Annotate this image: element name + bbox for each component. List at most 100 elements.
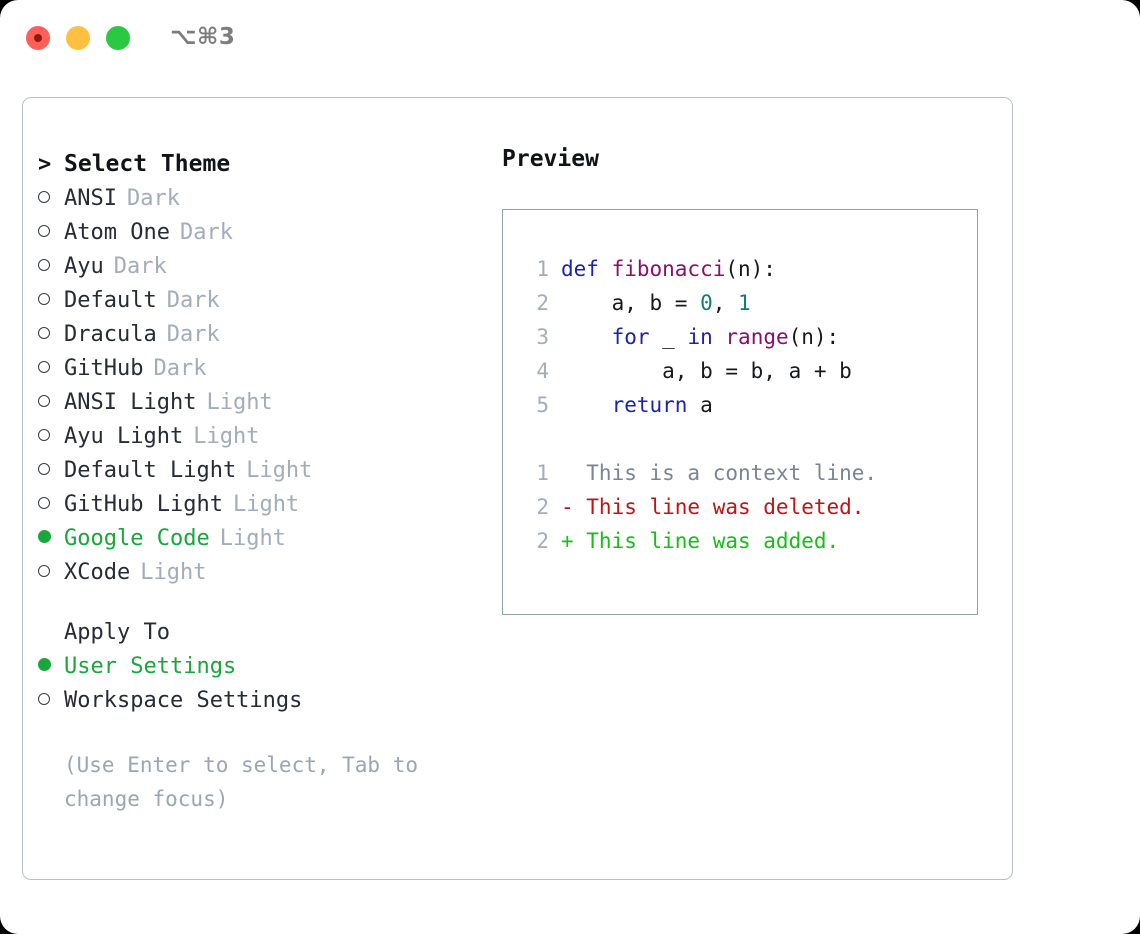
- radio-unselected-icon[interactable]: [38, 318, 64, 352]
- option-variant-badge: Dark: [179, 220, 233, 245]
- token-kw: in: [687, 325, 713, 349]
- option-variant-badge: Dark: [166, 288, 220, 313]
- option-variant-badge: Dark: [166, 322, 220, 347]
- token-fn: range: [725, 325, 789, 349]
- line-content: + This line was added.: [561, 524, 839, 558]
- radio-selected-icon[interactable]: [38, 650, 64, 684]
- minimize-button[interactable]: [66, 26, 90, 50]
- code-line: 3 for _ in range(n):: [519, 320, 977, 354]
- line-content: def fibonacci(n):: [561, 252, 776, 286]
- theme-option-default[interactable]: Default Dark: [38, 284, 478, 318]
- window-title: ⌥⌘3: [170, 24, 236, 50]
- radio-unselected-icon[interactable]: [38, 352, 64, 386]
- code-diff-spacer: [519, 422, 977, 456]
- option-label: Ayu: [64, 254, 104, 279]
- radio-unselected-icon[interactable]: [38, 488, 64, 522]
- line-number: 3: [536, 325, 549, 349]
- radio-unselected-icon[interactable]: [38, 386, 64, 420]
- line-content: for _ in range(n):: [561, 320, 840, 354]
- theme-option-dracula[interactable]: Dracula Dark: [38, 318, 478, 352]
- theme-option-ansi-light[interactable]: ANSI Light Light: [38, 386, 478, 420]
- option-label: Default: [64, 288, 157, 313]
- line-number: 2: [536, 529, 549, 553]
- select-theme-header-label: Select Theme: [64, 151, 231, 177]
- token-txt: a, b = b, a + b: [561, 359, 852, 383]
- option-variant-badge: Dark: [113, 254, 167, 279]
- diff-sample: 1 This is a context line. 2 - This line wa…: [519, 456, 977, 558]
- theme-option-ayu-light[interactable]: Ayu Light Light: [38, 420, 478, 454]
- theme-option-atom-one[interactable]: Atom One Dark: [38, 216, 478, 250]
- radio-unselected-icon[interactable]: [38, 250, 64, 284]
- select-theme-header: > Select Theme: [38, 146, 478, 182]
- apply-option-user-settings[interactable]: User Settings: [38, 650, 478, 684]
- radio-selected-icon[interactable]: [38, 522, 64, 556]
- theme-option-ansi[interactable]: ANSI Dark: [38, 182, 478, 216]
- line-number: 5: [536, 393, 549, 417]
- theme-option-default-light[interactable]: Default Light Light: [38, 454, 478, 488]
- code-line: 5 return a: [519, 388, 977, 422]
- token-txt: a: [687, 393, 713, 417]
- radio-unselected-icon[interactable]: [38, 284, 64, 318]
- line-number: 1: [536, 257, 549, 281]
- caret-icon: >: [38, 152, 52, 177]
- diff-line: 1 This is a context line.: [519, 456, 977, 490]
- option-label: ANSI Light: [64, 390, 197, 415]
- token-txt: (n):: [725, 257, 776, 281]
- radio-unselected-icon[interactable]: [38, 216, 64, 250]
- code-line: 2 a, b = 0, 1: [519, 286, 977, 320]
- token-txt: _: [649, 325, 688, 349]
- token-kw: def: [561, 257, 612, 281]
- option-label: GitHub: [64, 356, 144, 381]
- radio-unselected-icon[interactable]: [38, 684, 64, 718]
- line-content: a, b = b, a + b: [561, 354, 852, 388]
- option-label: Ayu Light: [64, 424, 184, 449]
- option-label: Dracula: [64, 322, 157, 347]
- option-variant-badge: Light: [232, 492, 300, 517]
- token-fn: fibonacci: [611, 257, 726, 281]
- token-kw: for: [611, 325, 650, 349]
- maximize-button[interactable]: [106, 26, 130, 50]
- option-label: Atom One: [64, 220, 170, 245]
- line-content: a, b = 0, 1: [561, 286, 751, 320]
- option-label: Default Light: [64, 458, 237, 483]
- token-txt: a, b =: [561, 291, 701, 315]
- close-button[interactable]: [26, 26, 50, 50]
- apply-to-header: Apply To: [38, 616, 478, 650]
- token-ctx: This is a context line.: [561, 461, 878, 485]
- radio-unselected-icon[interactable]: [38, 454, 64, 488]
- keyboard-hint: (Use Enter to select, Tab to change focu…: [64, 753, 419, 811]
- option-label: XCode: [64, 560, 131, 585]
- option-variant-badge: Light: [246, 458, 313, 483]
- option-variant-badge: Light: [206, 390, 273, 415]
- option-variant-badge: Light: [140, 560, 207, 585]
- radio-unselected-icon[interactable]: [38, 556, 64, 590]
- window-controls: [26, 26, 130, 50]
- option-variant-badge: Dark: [126, 186, 180, 211]
- code-line: 4 a, b = b, a + b: [519, 354, 977, 388]
- line-number: 1: [536, 461, 549, 485]
- title-bar: ⌥⌘3: [0, 0, 1140, 78]
- theme-option-ayu[interactable]: Ayu Dark: [38, 250, 478, 284]
- line-content: This is a context line.: [561, 456, 877, 490]
- line-number: 2: [536, 495, 549, 519]
- apply-option-workspace-settings[interactable]: Workspace Settings: [38, 684, 478, 718]
- diff-line: 2 - This line was deleted.: [519, 490, 977, 524]
- theme-option-xcode[interactable]: XCode Light: [38, 556, 478, 590]
- radio-unselected-icon[interactable]: [38, 420, 64, 454]
- radio-unselected-icon[interactable]: [38, 182, 64, 216]
- option-variant-badge: Light: [193, 424, 260, 449]
- line-content: - This line was deleted.: [561, 490, 864, 524]
- option-label: ANSI: [64, 186, 117, 211]
- diff-line: 2 + This line was added.: [519, 524, 977, 558]
- token-del: - This line was deleted.: [561, 495, 865, 519]
- token-txt: [561, 325, 612, 349]
